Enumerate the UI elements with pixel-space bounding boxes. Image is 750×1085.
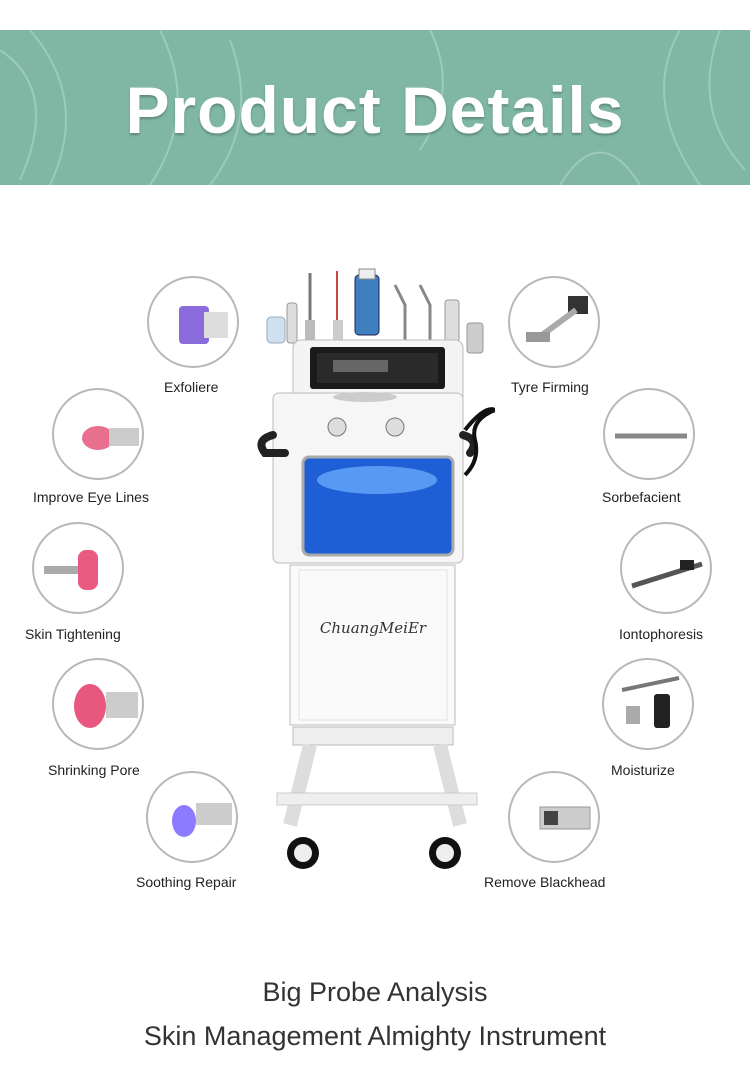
- eye-lines-probe-icon: [52, 388, 144, 480]
- spray-gun-icon: [602, 658, 694, 750]
- header-banner: Product Details: [0, 30, 750, 185]
- footer-line-1: Big Probe Analysis: [262, 977, 488, 1007]
- feature-label: Soothing Repair: [136, 874, 237, 890]
- leaf-pattern: [0, 30, 746, 185]
- footer-line-2: Skin Management Almighty Instrument: [143, 1021, 607, 1051]
- pore-shrinking-probe-icon: [52, 658, 144, 750]
- feature-label: Exfoliere: [164, 379, 219, 395]
- skin-tightening-probe-icon: [32, 522, 124, 614]
- beauty-machine-image: ChuangMeiEr: [257, 268, 495, 869]
- feature-label: Moisturize: [611, 762, 675, 778]
- feature-label: Sorbefacient: [602, 489, 681, 505]
- feature-label: Skin Tightening: [25, 626, 121, 642]
- iontophoresis-pen-icon: [620, 522, 712, 614]
- exfoliation-probe-icon: [147, 276, 239, 368]
- feature-label: Iontophoresis: [619, 626, 704, 642]
- blackhead-probe-icon: [508, 771, 600, 863]
- soothing-repair-probe-icon: [146, 771, 238, 863]
- page-title: Product Details: [125, 73, 625, 147]
- brand-logo: ChuangMeiEr: [320, 619, 427, 637]
- feature-label: Shrinking Pore: [48, 762, 140, 778]
- feature-label: Improve Eye Lines: [33, 489, 149, 505]
- feature-label: Tyre Firming: [511, 379, 589, 395]
- firming-roller-icon: [508, 276, 600, 368]
- feature-label: Remove Blackhead: [484, 874, 606, 890]
- sorbefacient-wand-icon: [603, 388, 695, 480]
